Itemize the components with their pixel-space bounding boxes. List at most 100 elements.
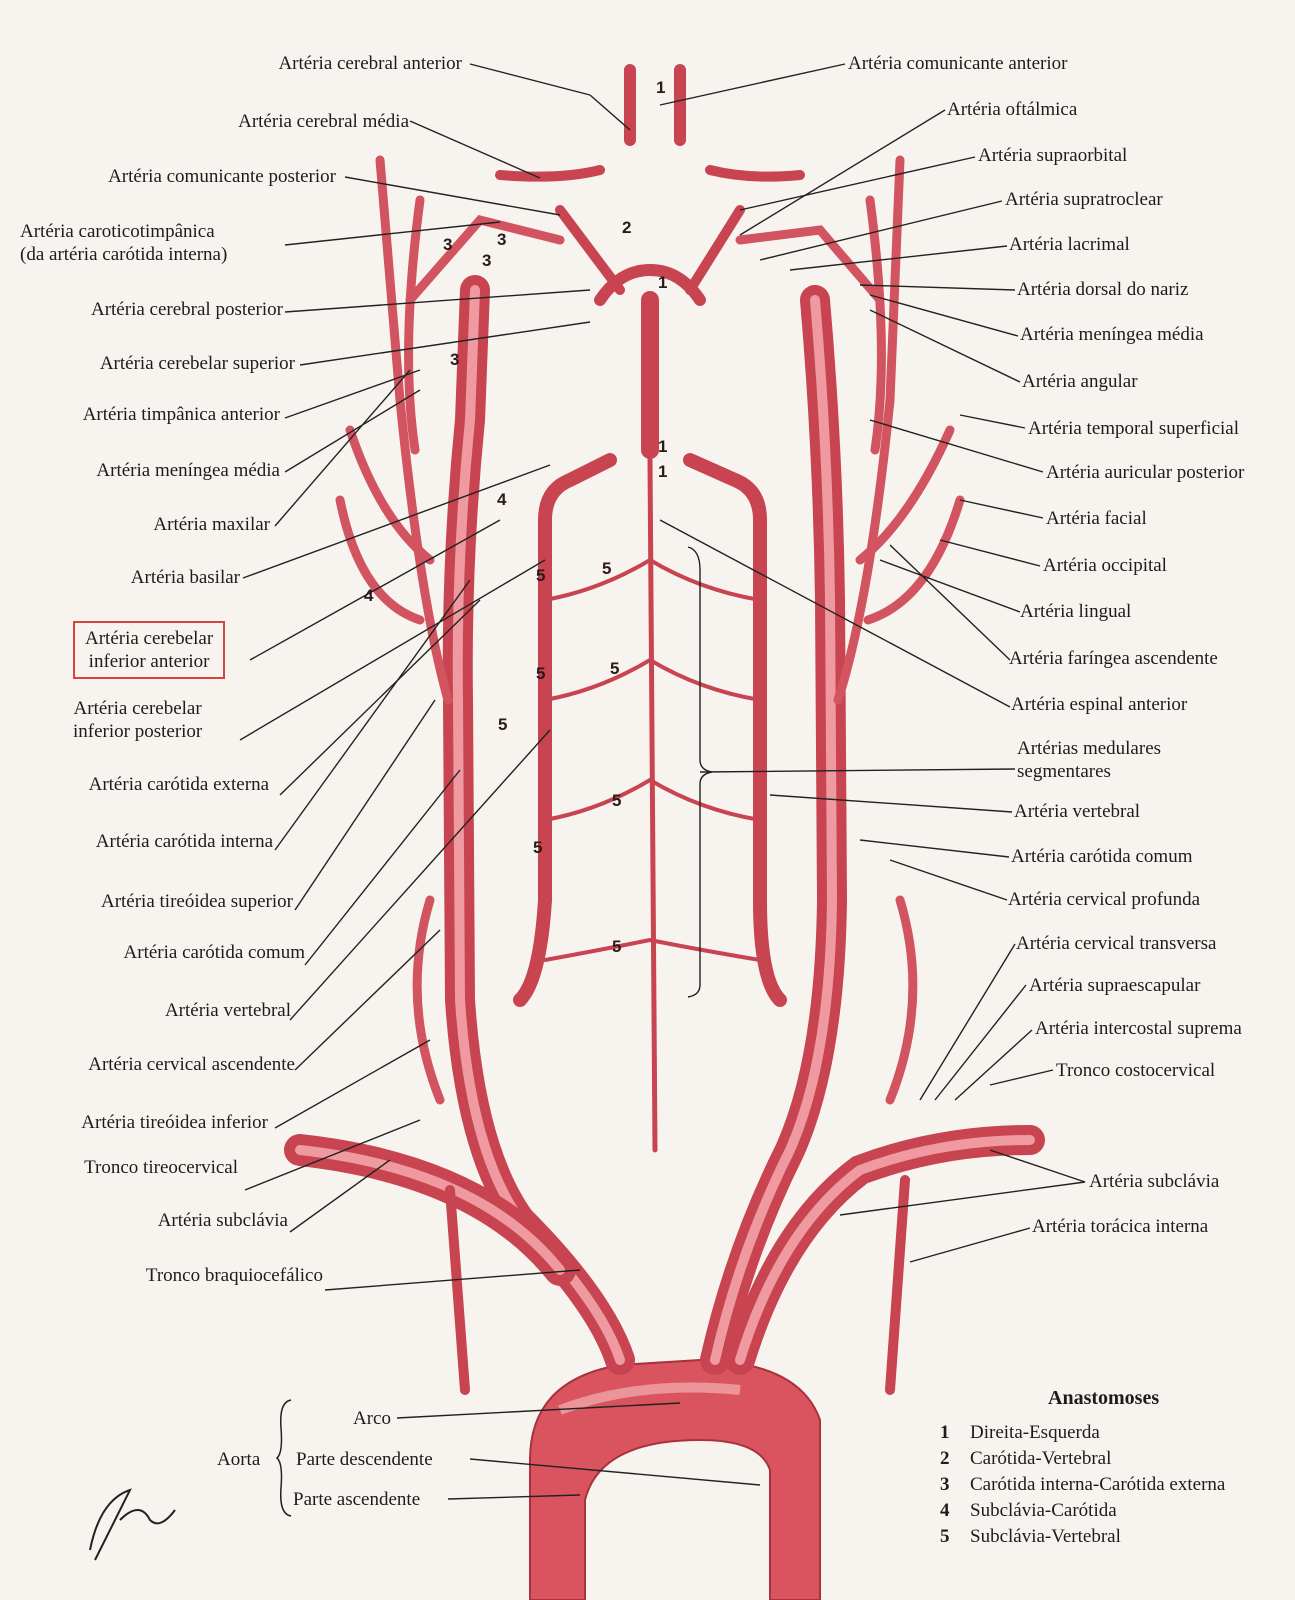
label-angular: Artéria angular (1022, 371, 1138, 392)
leader-line (289, 1159, 391, 1233)
label-toracica-interna: Artéria torácica interna (1032, 1216, 1209, 1237)
label-intercostal-suprema: Artéria intercostal suprema (1035, 1018, 1242, 1039)
leader-line (447, 1494, 581, 1500)
label-cervical-profunda: Artéria cervical profunda (1008, 889, 1201, 910)
marker-1: 1 (658, 462, 668, 481)
marker-1: 1 (658, 437, 668, 456)
leader-line (284, 389, 421, 473)
label-basilar: Artéria basilar (130, 567, 240, 588)
external-carotid-branches (335, 155, 965, 1105)
label-aorta-descendente: Parte descendente (296, 1449, 433, 1470)
leader-line (869, 419, 1044, 473)
marker-5: 5 (610, 659, 620, 678)
leader-line (959, 499, 1044, 519)
label-auricular-posterior: Artéria auricular posterior (1046, 462, 1245, 483)
leader-line (344, 176, 561, 216)
label-aorta-ascendente: Parte ascendente (293, 1489, 421, 1510)
leader-line (759, 200, 1003, 261)
marker-2: 2 (622, 218, 632, 237)
leader-line (659, 63, 846, 106)
label-carotida-externa: Artéria carótida externa (88, 774, 269, 795)
label-tronco-tireocervical: Tronco tireocervical (84, 1157, 238, 1178)
leader-line (239, 559, 546, 741)
leader-line (284, 369, 421, 419)
leader-line (919, 943, 1016, 1101)
leader-lines (239, 63, 1086, 1500)
label-supraorbital: Artéria supraorbital (978, 145, 1128, 166)
leader-line (839, 1181, 1086, 1216)
leader-line (284, 289, 591, 313)
leader-line (954, 1029, 1033, 1101)
marker-3: 3 (450, 350, 460, 369)
label-cerebral-posterior: Artéria cerebral posterior (90, 299, 283, 320)
leader-line (299, 321, 591, 366)
marker-5: 5 (536, 566, 546, 585)
aorta-arch (529, 1358, 821, 1600)
aorta-brace (275, 1399, 292, 1517)
leader-line (279, 599, 481, 796)
marker-5: 5 (498, 715, 508, 734)
label-aorta-arco: Arco (353, 1408, 391, 1429)
marker-3: 3 (497, 230, 507, 249)
label-aorta: Aorta (217, 1449, 261, 1470)
label-supraescapular: Artéria supraescapular (1029, 975, 1201, 996)
leader-line (289, 729, 551, 1021)
label-tireoidea-inferior: Artéria tireóidea inferior (81, 1112, 268, 1133)
label-vertebral-left: Artéria vertebral (164, 1000, 291, 1021)
label-meningea-media-right: Artéria meníngea média (1020, 324, 1204, 345)
label-lingual: Artéria lingual (1020, 601, 1132, 622)
label-subclavia-left: Artéria subclávia (157, 1210, 288, 1231)
leader-line (909, 1227, 1031, 1263)
leader-line (859, 839, 1010, 858)
label-tireoidea-superior: Artéria tireóidea superior (100, 891, 293, 912)
leader-line (934, 984, 1027, 1101)
label-cerebral-anterior: Artéria cerebral anterior (278, 53, 462, 74)
leader-line (789, 245, 1008, 271)
leader-line (989, 1149, 1086, 1183)
marker-1: 1 (658, 273, 668, 292)
signature-drawing (89, 1488, 176, 1561)
leader-line (739, 156, 976, 211)
marker-5: 5 (612, 937, 622, 956)
leader-line (959, 414, 1026, 429)
leader-line (739, 109, 946, 236)
leader-line (409, 120, 541, 179)
leader-line (989, 1069, 1054, 1086)
label-occipital: Artéria occipital (1043, 555, 1167, 576)
marker-5: 5 (536, 664, 546, 683)
label-cervical-transversa: Artéria cervical transversa (1016, 933, 1217, 954)
leader-line (324, 1269, 581, 1291)
leader-line (304, 769, 461, 966)
leader-line (274, 1039, 431, 1129)
marker-3: 3 (443, 235, 453, 254)
leader-line (859, 284, 1016, 291)
label-cerebelar-superior: Artéria cerebelar superior (99, 353, 295, 374)
label-temporal-superficial: Artéria temporal superficial (1028, 418, 1240, 439)
label-lacrimal: Artéria lacrimal (1009, 234, 1130, 255)
label-supratroclear: Artéria supratroclear (1005, 189, 1163, 210)
label-carotida-comum-left: Artéria carótida comum (123, 942, 305, 963)
legend-title: Anastomoses (1048, 1387, 1160, 1409)
label-espinal-anterior: Artéria espinal anterior (1011, 694, 1188, 715)
leader-line (274, 579, 471, 851)
label-cervical-ascendente: Artéria cervical ascendente (88, 1054, 295, 1075)
label-tronco-costocervical: Tronco costocervical (1056, 1060, 1216, 1081)
vertebral-arteries (495, 64, 805, 1153)
marker-5: 5 (612, 791, 622, 810)
label-subclavia-right: Artéria subclávia (1089, 1171, 1220, 1192)
label-maxilar: Artéria maxilar (153, 514, 270, 535)
label-cerebral-media: Artéria cerebral média (238, 111, 409, 132)
label-oftalmica: Artéria oftálmica (947, 99, 1078, 120)
label-faringea-ascendente: Artéria faríngea ascendente (1009, 648, 1218, 669)
leader-line (469, 63, 591, 96)
leader-line (879, 559, 1021, 613)
leader-line (769, 794, 1013, 813)
